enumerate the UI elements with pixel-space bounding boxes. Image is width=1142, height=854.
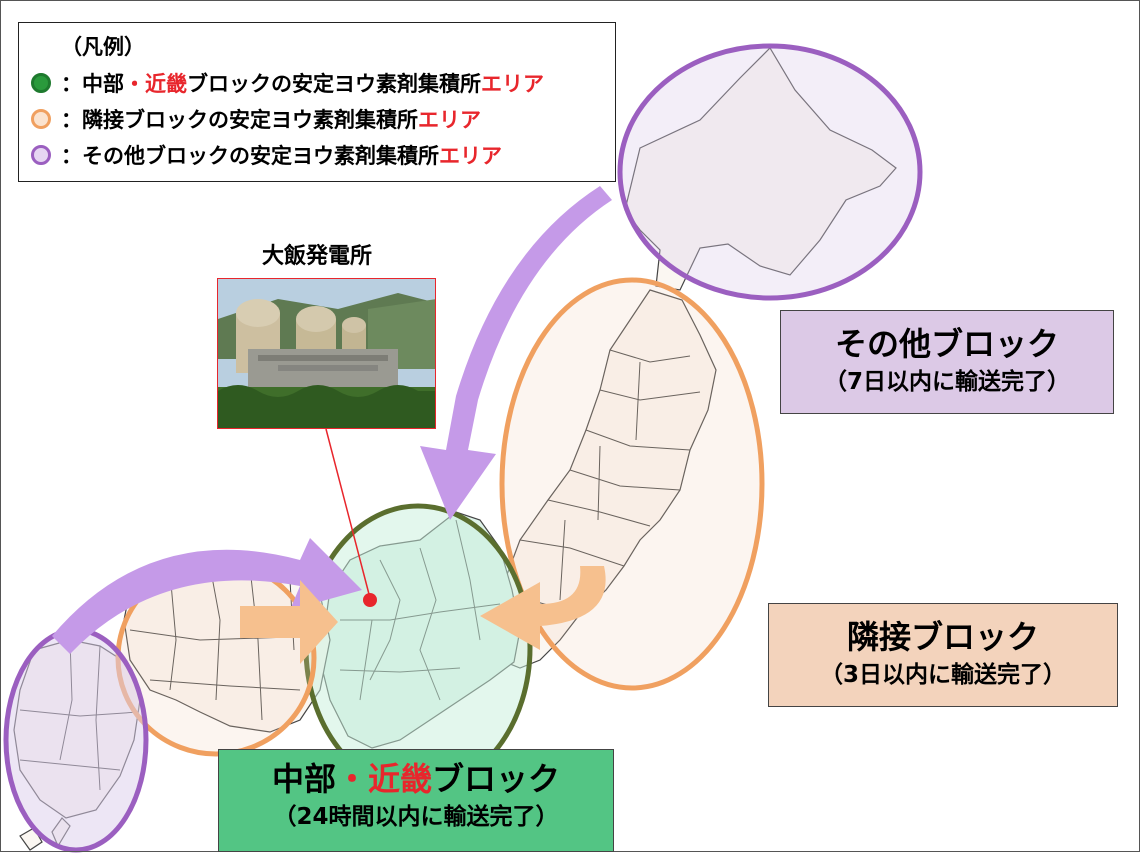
chubu-name-dot: ・ bbox=[335, 760, 368, 798]
other-block-area-hokkaido bbox=[617, 43, 923, 301]
legend-heading: （凡例） bbox=[61, 35, 145, 59]
ohi-plant-marker bbox=[363, 593, 377, 607]
kinki-name-part: 近畿 bbox=[368, 760, 433, 798]
orange-circle-icon bbox=[31, 109, 51, 129]
arrow-adjacent-west bbox=[240, 580, 338, 664]
legend-item-prefix: ：隣接 bbox=[61, 108, 124, 132]
arrow-adjacent-east bbox=[480, 566, 606, 650]
arrow-other-west bbox=[52, 538, 362, 654]
plant-pointer-line bbox=[325, 428, 371, 599]
chubu-name-part: 中部 bbox=[271, 760, 336, 798]
chubu-kinki-block-note: （24時間以内に輸送完了） bbox=[273, 804, 559, 830]
legend-item-suffix: エリア bbox=[481, 72, 544, 96]
arrow-other-north bbox=[420, 186, 612, 520]
legend-item-prefix: ：その他 bbox=[61, 144, 145, 168]
adjacent-block-label: 隣接ブロック （3日以内に輸送完了） bbox=[768, 603, 1118, 707]
plant-photo bbox=[217, 278, 436, 429]
chubu-kinki-block-label: 中部・近畿ブロック （24時間以内に輸送完了） bbox=[218, 749, 614, 852]
other-block-note: （7日以内に輸送完了） bbox=[823, 369, 1070, 395]
legend-item-other: ：その他ブロックの安定ヨウ素剤集積所エリア bbox=[27, 137, 615, 173]
legend-item-dot: ・ bbox=[124, 72, 145, 96]
honshu-east-landmass bbox=[495, 289, 717, 669]
adjacent-block-note: （3日以内に輸送完了） bbox=[819, 662, 1066, 688]
legend-item-middle: ブロックの安定ヨウ素剤集積所 bbox=[124, 108, 418, 132]
legend-item-suffix: エリア bbox=[439, 144, 502, 168]
legend-item-middle: ブロックの安定ヨウ素剤集積所 bbox=[145, 144, 439, 168]
adjacent-block-name: 隣接ブロック bbox=[846, 618, 1039, 656]
hokkaido-landmass bbox=[624, 47, 897, 291]
plant-title: 大飯発電所 bbox=[262, 244, 373, 269]
legend-item-middle: ブロックの安定ヨウ素剤集積所 bbox=[187, 72, 481, 96]
green-circle-icon bbox=[31, 73, 51, 93]
legend-item-suffix: エリア bbox=[418, 108, 481, 132]
legend-item-highlight: 近畿 bbox=[145, 72, 187, 96]
adjacent-block-area-east bbox=[499, 277, 765, 691]
purple-circle-icon bbox=[31, 145, 51, 165]
block-suffix: ブロック bbox=[432, 760, 561, 798]
other-block-name: その他ブロック bbox=[834, 325, 1059, 363]
legend-item-adjacent: ：隣接ブロックの安定ヨウ素剤集積所エリア bbox=[27, 101, 615, 137]
chubu-kinki-block-name: 中部・近畿ブロック bbox=[219, 760, 613, 798]
legend-item-prefix: ：中部 bbox=[61, 72, 124, 96]
legend-item-chubu-kinki: ：中部・近畿ブロックの安定ヨウ素剤集積所エリア bbox=[27, 65, 615, 101]
legend: （凡例） ：中部・近畿ブロックの安定ヨウ素剤集積所エリア ：隣接ブロックの安定ヨ… bbox=[18, 22, 616, 182]
other-block-label: その他ブロック （7日以内に輸送完了） bbox=[780, 310, 1114, 414]
